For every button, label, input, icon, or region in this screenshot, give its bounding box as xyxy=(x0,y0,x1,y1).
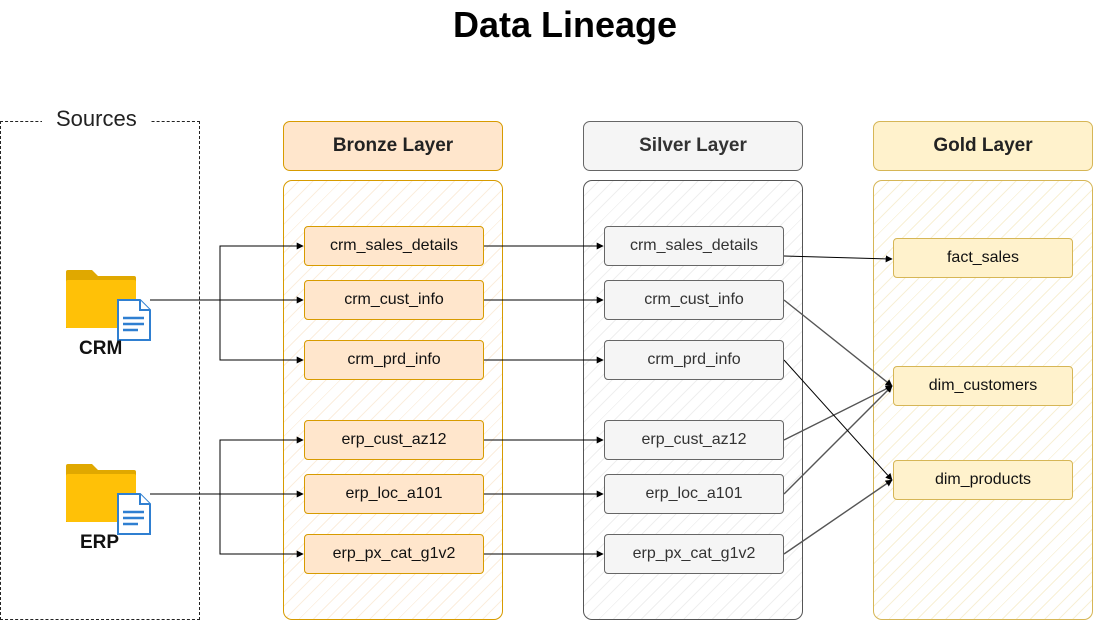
silver-table-crm-cust-info: crm_cust_info xyxy=(604,280,784,320)
silver-table-erp-cust-az12: erp_cust_az12 xyxy=(604,420,784,460)
silver-table-erp-px-cat-g1v2: erp_px_cat_g1v2 xyxy=(604,534,784,574)
sources-label: Sources xyxy=(42,106,151,132)
bronze-table-crm-prd-info: crm_prd_info xyxy=(304,340,484,380)
silver-table-crm-sales-details: crm_sales_details xyxy=(604,226,784,266)
bronze-table-crm-sales-details: crm_sales_details xyxy=(304,226,484,266)
bronze-table-crm-cust-info: crm_cust_info xyxy=(304,280,484,320)
erp-folder-document-icon xyxy=(66,464,151,535)
silver-table-erp-loc-a101: erp_loc_a101 xyxy=(604,474,784,514)
source-erp-label: ERP xyxy=(80,532,120,553)
gold-layer-header: Gold Layer xyxy=(873,121,1093,171)
crm-folder-document-icon xyxy=(66,270,151,341)
bronze-table-erp-cust-az12: erp_cust_az12 xyxy=(304,420,484,460)
source-crm-label: CRM xyxy=(79,338,123,359)
silver-table-crm-prd-info: crm_prd_info xyxy=(604,340,784,380)
gold-table-dim-customers: dim_customers xyxy=(893,366,1073,406)
silver-layer-header: Silver Layer xyxy=(583,121,803,171)
gold-table-dim-products: dim_products xyxy=(893,460,1073,500)
diagram-title: Data Lineage xyxy=(452,4,678,45)
bronze-table-erp-loc-a101: erp_loc_a101 xyxy=(304,474,484,514)
bronze-table-erp-px-cat-g1v2: erp_px_cat_g1v2 xyxy=(304,534,484,574)
gold-table-fact-sales: fact_sales xyxy=(893,238,1073,278)
bronze-layer-header: Bronze Layer xyxy=(283,121,503,171)
